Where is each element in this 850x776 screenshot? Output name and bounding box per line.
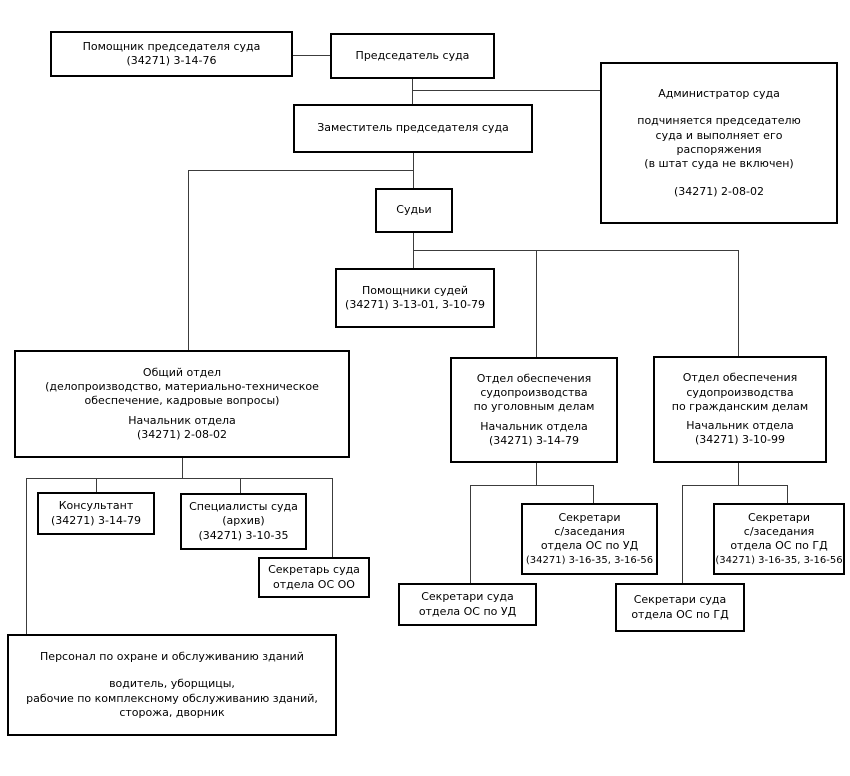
box-text: Помощники судей (34271) 3-13-01, 3-10-79 xyxy=(345,283,485,311)
connector-line xyxy=(26,478,27,634)
org-box-session-secretaries-ud: Секретари с/заседания отдела ОС по УД (3… xyxy=(521,503,658,575)
connector-line xyxy=(470,485,471,583)
connector-line xyxy=(682,485,787,486)
org-box-deputy-chairman: Заместитель председателя суда xyxy=(293,104,533,153)
box-head-info: Начальник отдела (34271) 2-08-02 xyxy=(128,413,236,441)
connector-line xyxy=(682,485,683,583)
connector-line xyxy=(470,485,593,486)
box-text: Председатель суда xyxy=(355,48,470,62)
box-head-info: Начальник отдела (34271) 3-14-79 xyxy=(480,419,588,447)
connector-line xyxy=(188,170,413,171)
box-text: Судьи xyxy=(396,203,432,217)
org-box-judges: Судьи xyxy=(375,188,453,233)
connector-line xyxy=(293,55,330,56)
box-description: подчиняется председателю суда и выполняе… xyxy=(637,114,801,171)
box-title: Отдел обеспечения судопроизводства по гр… xyxy=(671,371,809,413)
org-box-consultant: Консультант (34271) 3-14-79 xyxy=(37,492,155,535)
connector-line xyxy=(332,478,333,557)
org-box-secretary-os-oo: Секретарь суда отдела ОС ОО xyxy=(258,557,370,598)
box-text: Консультант (34271) 3-14-79 xyxy=(50,499,141,527)
connector-line xyxy=(738,250,739,356)
box-text: Секретари суда отдела ОС по ГД xyxy=(631,593,729,621)
org-box-criminal-cases-department: Отдел обеспечения судопроизводства по уг… xyxy=(450,357,618,463)
connector-line xyxy=(26,478,332,479)
box-title: Общий отдел (делопроизводство, материаль… xyxy=(45,365,319,408)
org-box-archive-specialists: Специалисты суда (архив) (34271) 3-10-35 xyxy=(180,493,307,550)
org-box-chairman: Председатель суда xyxy=(330,33,495,79)
connector-line xyxy=(787,485,788,503)
box-head-info: Начальник отдела (34271) 3-10-99 xyxy=(686,419,794,447)
connector-line xyxy=(413,233,414,268)
connector-line xyxy=(738,463,739,485)
connector-line xyxy=(240,478,241,493)
org-box-building-personnel: Персонал по охране и обслуживанию зданий… xyxy=(7,634,337,736)
org-box-court-secretaries-ud: Секретари суда отдела ОС по УД xyxy=(398,583,537,626)
org-box-general-department: Общий отдел (делопроизводство, материаль… xyxy=(14,350,350,458)
box-text: Помощник председателя суда (34271) 3-14-… xyxy=(82,39,261,67)
box-description: водитель, уборщицы, рабочие по комплексн… xyxy=(26,677,318,719)
org-box-civil-cases-department: Отдел обеспечения судопроизводства по гр… xyxy=(653,356,827,463)
box-text: Секретари суда отдела ОС по УД xyxy=(418,590,517,618)
connector-line xyxy=(96,478,97,492)
box-text: Секретари с/заседания отдела ОС по ГД xyxy=(730,510,828,553)
connector-line xyxy=(413,153,414,188)
connector-line xyxy=(412,90,600,91)
connector-line xyxy=(182,458,183,478)
org-box-court-secretaries-gd: Секретари суда отдела ОС по ГД xyxy=(615,583,745,632)
org-box-chairman-assistant: Помощник председателя суда (34271) 3-14-… xyxy=(50,31,293,77)
box-text: Специалисты суда (архив) (34271) 3-10-35 xyxy=(189,500,298,542)
box-text: Секретари с/заседания отдела ОС по УД xyxy=(540,510,639,553)
org-box-judge-assistants: Помощники судей (34271) 3-13-01, 3-10-79 xyxy=(335,268,495,328)
box-text: Секретарь суда отдела ОС ОО xyxy=(268,563,360,591)
box-text: Заместитель председателя суда xyxy=(317,121,509,135)
connector-line xyxy=(536,250,537,357)
connector-line xyxy=(188,170,189,350)
connector-line xyxy=(593,485,594,503)
box-title: Персонал по охране и обслуживанию зданий xyxy=(40,649,304,663)
box-phone: (34271) 3-16-35, 3-16-56 xyxy=(715,555,843,567)
org-box-session-secretaries-gd: Секретари с/заседания отдела ОС по ГД (3… xyxy=(713,503,845,575)
box-phone: (34271) 2-08-02 xyxy=(673,184,764,198)
connector-line xyxy=(412,79,413,105)
box-title: Отдел обеспечения судопроизводства по уг… xyxy=(473,371,595,414)
org-box-court-administrator: Администратор суда подчиняется председат… xyxy=(600,62,838,224)
box-phone: (34271) 3-16-35, 3-16-56 xyxy=(525,555,654,567)
connector-line xyxy=(536,463,537,485)
box-title: Администратор суда xyxy=(658,87,780,101)
connector-line xyxy=(413,250,738,251)
